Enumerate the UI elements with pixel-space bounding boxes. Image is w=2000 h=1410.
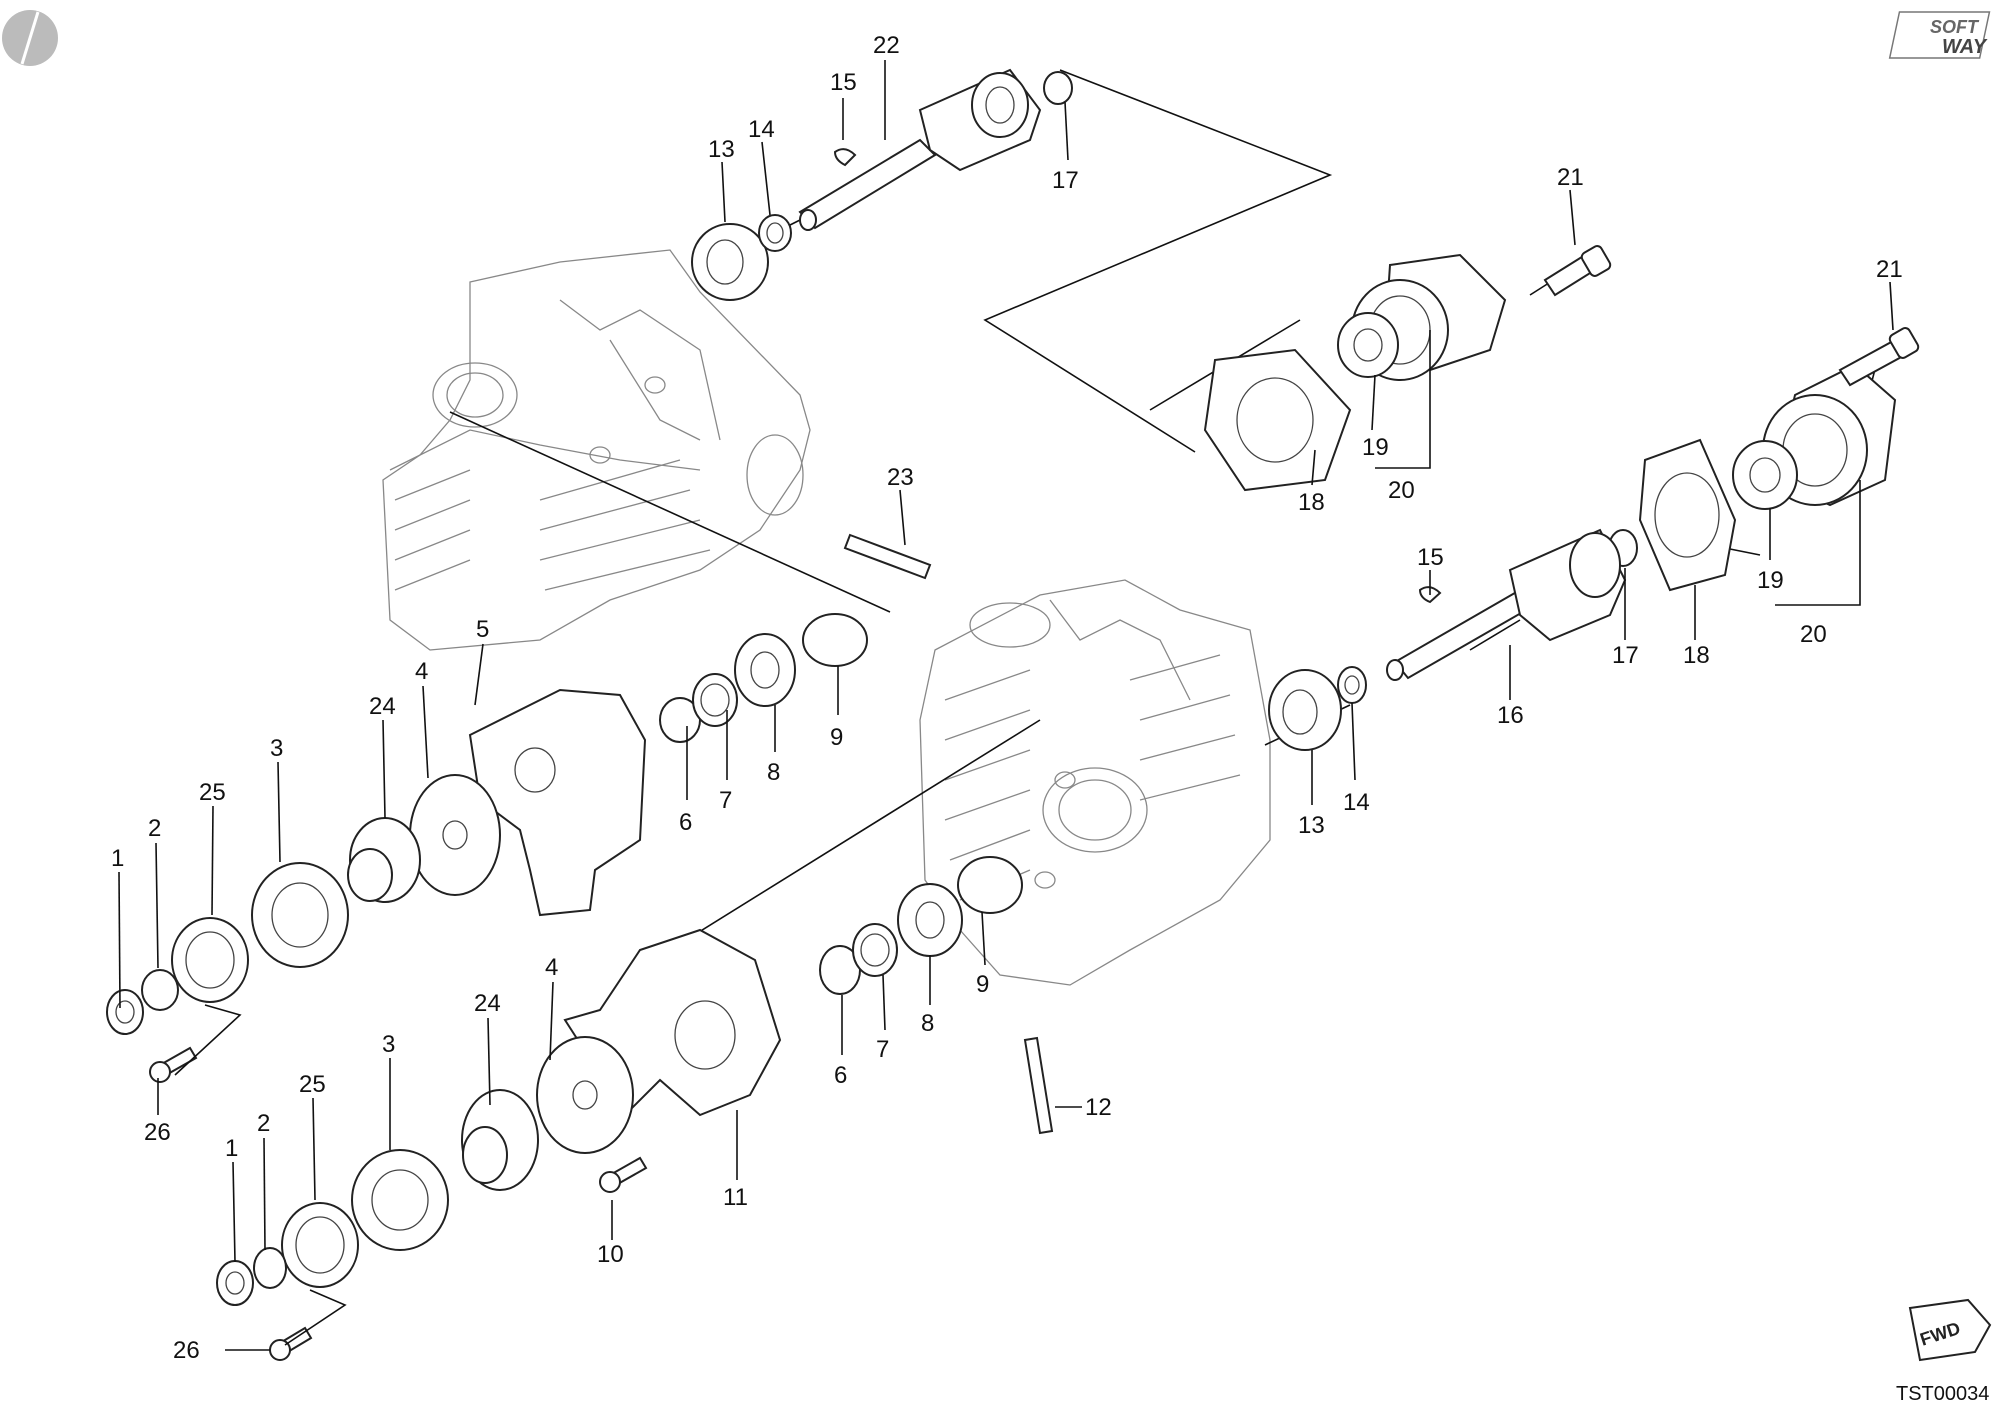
callout-24: 24 [474, 990, 501, 1017]
callout-10: 10 [597, 1241, 624, 1268]
bush-9-upper [802, 613, 868, 667]
callout-12: 12 [1085, 1094, 1112, 1121]
cylinder-block-lower-outline [919, 579, 1271, 986]
callout-15: 15 [830, 69, 857, 96]
nut-1-upper [106, 989, 144, 1035]
plate-4-upper [409, 774, 501, 896]
callout-19: 19 [1362, 434, 1389, 461]
stud-12 [1023, 1036, 1054, 1135]
callout-2: 2 [257, 1110, 270, 1137]
callout-11: 11 [723, 1184, 748, 1211]
callout-17: 17 [1612, 642, 1639, 669]
washer-upper [758, 214, 792, 252]
circlip-upper [1043, 71, 1073, 105]
callout-20: 20 [1800, 621, 1827, 648]
seal-7-lower [852, 923, 898, 977]
hub-24-upper [347, 817, 421, 903]
washer-2-lower [253, 1247, 287, 1289]
softway-logo: SOFT WAY [1888, 11, 1991, 59]
bolt-26-upper [149, 1046, 198, 1083]
callout-24: 24 [369, 693, 396, 720]
callout-5: 5 [476, 616, 489, 643]
callout-7: 7 [719, 787, 732, 814]
bearing-8-lower [897, 883, 963, 957]
fwd-arrow-icon: FWD [1908, 1298, 1992, 1362]
callout-14: 14 [748, 116, 775, 143]
camshaft-lower [1386, 528, 1627, 681]
seal-7-upper [692, 673, 738, 727]
callout-3: 3 [382, 1031, 395, 1058]
callout-21: 21 [1557, 164, 1584, 191]
callout-9: 9 [830, 724, 843, 751]
gasket-right [1638, 438, 1737, 592]
washer-25-upper [171, 917, 249, 1003]
hub-24-lower [461, 1089, 539, 1191]
callout-4: 4 [545, 954, 558, 981]
callout-7: 7 [876, 1036, 889, 1063]
callout-9: 9 [976, 971, 989, 998]
drawing-code: TST00034 [1896, 1383, 1989, 1405]
bearing-8-upper [734, 633, 796, 707]
callout-21: 21 [1876, 256, 1903, 283]
bolt-10 [599, 1156, 648, 1193]
callout-26: 26 [173, 1337, 200, 1364]
callout-6: 6 [834, 1062, 847, 1089]
bolt-26-lower [269, 1326, 313, 1361]
stud-23 [843, 533, 932, 580]
callout-3: 3 [270, 735, 283, 762]
logo-line2: WAY [1942, 36, 1988, 58]
callout-1: 1 [225, 1135, 238, 1162]
callout-18: 18 [1683, 642, 1710, 669]
bearing-19-right [1732, 440, 1798, 510]
pulley-3-upper [251, 862, 349, 968]
washer-14-lower [1337, 666, 1367, 704]
callout-19: 19 [1757, 567, 1784, 594]
bearing-upper [691, 223, 769, 301]
callout-8: 8 [767, 759, 780, 786]
callout-8: 8 [921, 1010, 934, 1037]
callout-20: 20 [1388, 477, 1415, 504]
pulley-3-lower [351, 1149, 449, 1251]
callout-17: 17 [1052, 167, 1079, 194]
bearing-19-upper [1337, 312, 1399, 378]
callout-1: 1 [111, 845, 124, 872]
cover-5 [468, 688, 647, 917]
callout-labels: 22 15 14 13 17 21 21 19 20 18 23 15 19 2… [111, 32, 1903, 1364]
bearing-13-lower [1268, 669, 1342, 751]
bearing-housing-right [1762, 363, 1897, 507]
camshaft-upper [798, 68, 1042, 231]
key-upper [833, 148, 857, 167]
callout-6: 6 [679, 809, 692, 836]
cylinder-head-upper-outline [382, 249, 811, 651]
callout-22: 22 [873, 32, 900, 59]
callout-leaders [118, 60, 1894, 1351]
callout-13: 13 [1298, 812, 1325, 839]
callout-25: 25 [199, 779, 226, 806]
callout-13: 13 [708, 136, 735, 163]
callout-2: 2 [148, 815, 161, 842]
callout-4: 4 [415, 658, 428, 685]
bolt-21-upper [1543, 245, 1612, 297]
corner-disc-icon [2, 10, 58, 66]
callout-14: 14 [1343, 789, 1370, 816]
callout-18: 18 [1298, 489, 1325, 516]
washer-2-upper [141, 969, 179, 1011]
nut-1-lower [216, 1260, 254, 1306]
callout-23: 23 [887, 464, 914, 491]
bolt-21-right [1838, 327, 1920, 387]
washer-25-lower [281, 1202, 359, 1288]
bush-9-lower [957, 856, 1023, 914]
callout-25: 25 [299, 1071, 326, 1098]
callout-16: 16 [1497, 702, 1524, 729]
plate-4-lower [536, 1036, 634, 1154]
callout-15: 15 [1417, 544, 1444, 571]
gasket-upper [1203, 348, 1352, 492]
callout-26: 26 [144, 1119, 171, 1146]
logo-line1: SOFT [1930, 17, 1980, 37]
